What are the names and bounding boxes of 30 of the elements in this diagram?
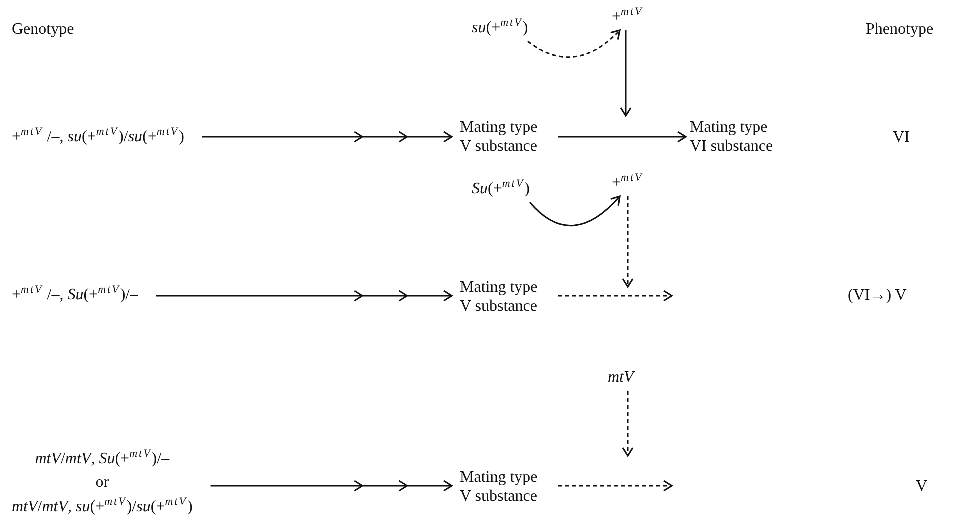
gene-label: su(+$^{mtV}$) bbox=[472, 17, 528, 38]
phenotype-text: (VI→) V bbox=[848, 286, 907, 306]
genotype-text: +$^{mtV}$ /–, su(+$^{mtV}$)/su(+$^{mtV}$) bbox=[12, 126, 312, 147]
phenotype-text: VI bbox=[893, 128, 910, 148]
arrow bbox=[558, 131, 687, 143]
substance-label: Mating type VI substance bbox=[690, 118, 782, 156]
gene-label: Su(+$^{mtV}$) bbox=[472, 178, 530, 199]
arrow bbox=[528, 30, 621, 58]
gene-label: +$^{mtV}$ bbox=[612, 6, 644, 27]
arrow bbox=[622, 196, 634, 288]
genotype-text: mtV/mtV, su(+$^{mtV}$)/su(+$^{mtV}$) bbox=[12, 496, 193, 516]
column-heading: Genotype bbox=[12, 20, 74, 40]
arrow bbox=[558, 480, 673, 492]
arrow bbox=[155, 290, 453, 302]
arrow bbox=[558, 290, 673, 302]
substance-label: Mating type V substance bbox=[460, 468, 552, 506]
gene-label: +$^{mtV}$ bbox=[612, 172, 644, 193]
arrow bbox=[620, 30, 632, 117]
arrow bbox=[622, 391, 634, 457]
arrow bbox=[529, 196, 621, 226]
substance-label: Mating type V substance bbox=[460, 278, 552, 316]
phenotype-text: V bbox=[916, 477, 928, 496]
substance-label: Mating type V substance bbox=[460, 118, 552, 156]
genotype-text: or bbox=[96, 472, 110, 492]
genotype-text: +$^{mtV}$ /–, Su(+$^{mtV}$)/– bbox=[12, 284, 312, 305]
genotype-text: mtV/mtV, Su(+$^{mtV}$)/– bbox=[35, 448, 170, 469]
gene-label: mtV bbox=[608, 368, 634, 388]
arrow bbox=[210, 480, 453, 492]
column-heading: Phenotype bbox=[866, 20, 934, 40]
arrow bbox=[202, 131, 453, 143]
